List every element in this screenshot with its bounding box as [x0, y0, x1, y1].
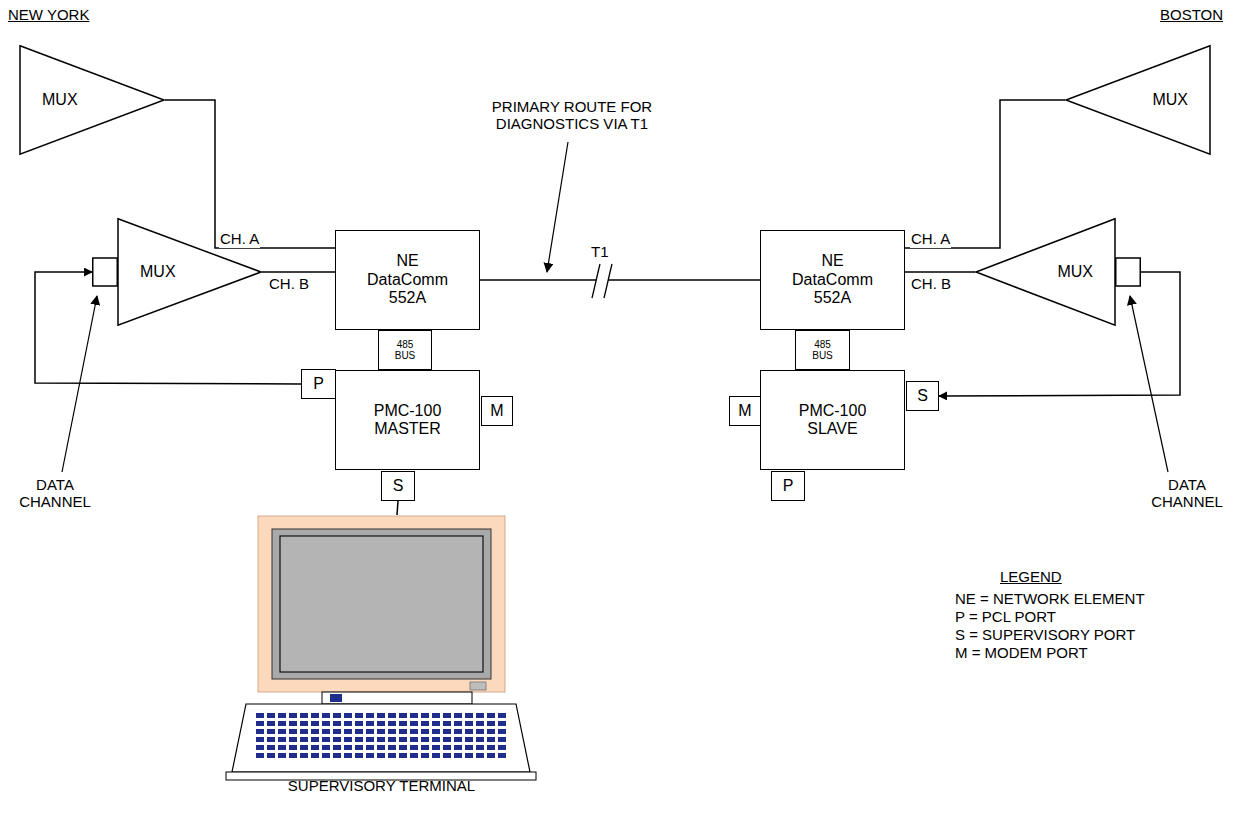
- leader-line: [62, 296, 97, 472]
- node-label: PMC-100 SLAVE: [791, 402, 875, 439]
- legend-entry: M = MODEM PORT: [955, 644, 1088, 661]
- mux-outline: [1065, 45, 1210, 155]
- site-name: NEW YORK: [8, 6, 89, 23]
- line-break-mark: [592, 264, 612, 298]
- legend-entry: NE = NETWORK ELEMENT: [955, 590, 1145, 607]
- legend-text: S = SUPERVISORY PORT: [955, 626, 1135, 643]
- network-element-box: NE DataComm 552A: [335, 230, 480, 330]
- node-label: S: [917, 387, 928, 405]
- mux-triangle-outline: [118, 219, 261, 326]
- leader-line: [547, 142, 568, 272]
- connector-line: [905, 271, 975, 273]
- leader-line: [1130, 296, 1168, 472]
- node-label: M: [490, 402, 503, 420]
- node-label: NE DataComm 552A: [364, 252, 452, 307]
- mux-triangle: MUX: [1065, 45, 1210, 155]
- channel-label: T1: [590, 244, 610, 261]
- node-label: MUX: [42, 91, 78, 109]
- callout-note: DATA CHANNEL: [12, 476, 98, 511]
- port-box: P: [301, 369, 336, 399]
- callout-note: DATA CHANNEL: [1144, 476, 1230, 511]
- data-channel-port: [1116, 258, 1141, 286]
- computer-illustration: [226, 516, 536, 780]
- terminal: SUPERVISORY TERMINAL: [200, 515, 563, 800]
- legend-entry: P = PCL PORT: [955, 608, 1056, 625]
- controller-box: PMC-100 MASTERPMS: [335, 370, 480, 470]
- channel-label: CH. B: [910, 276, 952, 293]
- port-box: S: [381, 471, 415, 501]
- node-label: MUX: [1057, 263, 1093, 281]
- legend-text: M = MODEM PORT: [955, 644, 1088, 661]
- mux-triangle-outline: [20, 46, 164, 155]
- legend-heading: LEGEND: [1000, 568, 1062, 585]
- channel-label: CH. B: [268, 276, 310, 293]
- channel-label: CH. A: [910, 231, 951, 248]
- node-label: MUX: [140, 263, 176, 281]
- connector-line: [480, 279, 760, 281]
- connector-line: [905, 100, 1065, 248]
- mux-outline: [20, 45, 165, 155]
- node-label: P: [313, 375, 324, 393]
- callout-note: PRIMARY ROUTE FOR DIAGNOSTICS VIA T1: [482, 98, 662, 133]
- port-box: P: [771, 471, 805, 501]
- node-label: M: [738, 402, 751, 420]
- port-box: S: [906, 381, 939, 411]
- site-name: BOSTON: [1160, 6, 1223, 23]
- node-label: 485 BUS: [389, 339, 421, 362]
- connector-line: [262, 271, 335, 273]
- node-label: PMC-100 MASTER: [366, 402, 450, 439]
- bus-box: 485 BUS: [795, 330, 850, 370]
- bus-box: 485 BUS: [378, 330, 432, 370]
- legend-entry: S = SUPERVISORY PORT: [955, 626, 1135, 643]
- node-label: S: [393, 477, 404, 495]
- mux-triangle-outline: [976, 219, 1115, 326]
- node-label: SUPERVISORY TERMINAL: [288, 777, 475, 794]
- mux-triangle: MUX: [20, 45, 165, 155]
- legend-text: NE = NETWORK ELEMENT: [955, 590, 1145, 607]
- connector-line: [397, 501, 398, 515]
- channel-label: CH. A: [219, 231, 260, 248]
- network-element-box: NE DataComm 552A: [760, 230, 905, 330]
- node-label: 485 BUS: [807, 339, 839, 362]
- port-box: M: [729, 396, 761, 426]
- node-label: P: [783, 477, 794, 495]
- legend-text: P = PCL PORT: [955, 608, 1056, 625]
- node-label: NE DataComm 552A: [789, 252, 877, 307]
- mux-triangle: MUX: [975, 218, 1141, 326]
- connector-line: [165, 100, 335, 248]
- mux-triangle-outline: [1066, 46, 1210, 155]
- port-box: M: [481, 396, 513, 426]
- node-label: MUX: [1152, 91, 1188, 109]
- controller-box: PMC-100 SLAVEMSP: [760, 370, 905, 470]
- data-channel-port: [93, 258, 118, 286]
